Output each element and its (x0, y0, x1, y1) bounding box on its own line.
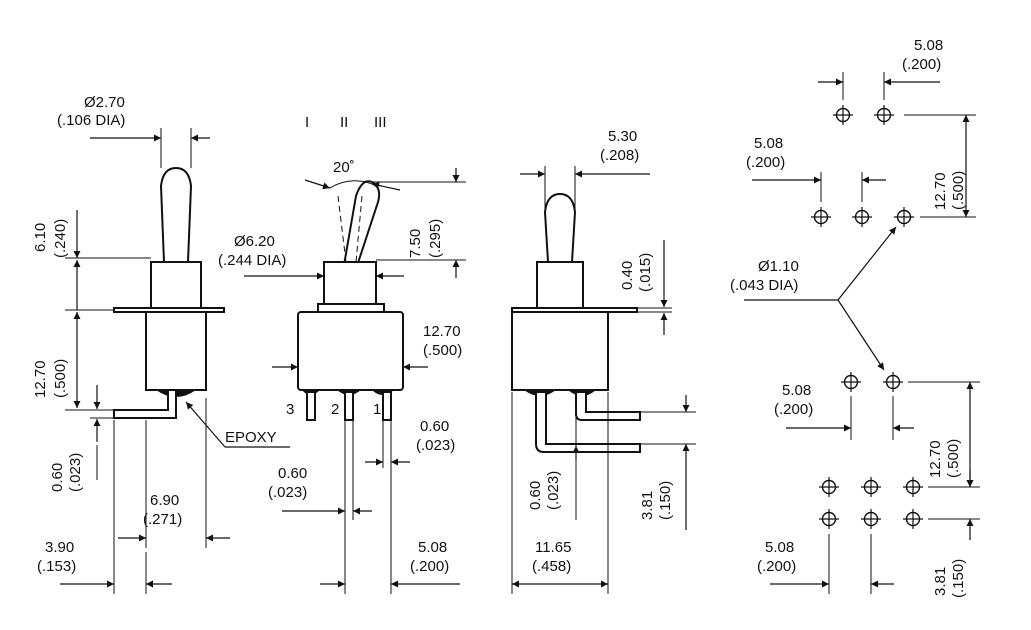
dim-front-lever-height-inch: (.295) (427, 219, 444, 258)
dim-pcb-row-spacing-bottom-inch: (.150) (950, 559, 967, 598)
dim-end-terminal-spacing-inch: (.150) (657, 481, 674, 520)
hole-icon (882, 371, 904, 393)
side-lever (159, 166, 193, 263)
dim-pcb-pitch-bottom-inch: (.200) (757, 558, 796, 575)
dim-end-lever-width-inch: (.208) (600, 147, 639, 164)
dim-front-case-width-inch: (.500) (423, 342, 462, 359)
dim-front-pin-pitch: 5.08 (418, 539, 447, 556)
front-lever (342, 180, 381, 268)
dim-front-pin-pitch-inch: (.200) (410, 558, 449, 575)
dim-end-terminal-thickness: 0.60 (527, 481, 544, 510)
hole-icon (810, 206, 832, 228)
hole-icon (860, 508, 882, 530)
pcb-hole-layouts: 5.08 (.200) 12.70 (.500) 5.08 (.200) Ø1.… (730, 37, 980, 598)
hole-icon (840, 371, 862, 393)
front-nut (317, 303, 385, 313)
dim-pcb-pitch-middle-inch: (.200) (746, 154, 785, 171)
hole-icon (851, 206, 873, 228)
hole-icon (873, 104, 895, 126)
dim-pcb-row-spacing-top-inch: (.500) (950, 171, 967, 210)
hole-icon (818, 508, 840, 530)
end-bushing (536, 261, 584, 309)
dim-side-diameter-lever: Ø2.70 (84, 94, 125, 111)
dim-side-case-height-inch: (.500) (52, 359, 69, 398)
dim-end-terminal-thickness-inch: (.023) (545, 471, 562, 510)
dim-front-pin-width-inch: (.023) (416, 437, 455, 454)
side-view: Ø2.70 (.106 DIA) 6.10 (.240) 12.70 (.500… (32, 94, 290, 594)
front-case (297, 311, 404, 391)
hole-icon (893, 206, 915, 228)
dim-end-terminal-spacing: 3.81 (639, 491, 656, 520)
position-label-3: III (374, 114, 387, 131)
dim-end-case-width-inch: (.458) (532, 558, 571, 575)
dim-side-case-height: 12.70 (32, 360, 49, 398)
dim-pcb-row-spacing-lower: 12.70 (927, 440, 944, 478)
dim-end-lever-width: 5.30 (608, 128, 637, 145)
dim-side-terminal-thickness-inch: (.023) (67, 453, 84, 492)
hole-icon (902, 508, 924, 530)
dim-pcb-pitch-top-inch: (.200) (902, 56, 941, 73)
dim-pcb-row-spacing-lower-inch: (.500) (945, 439, 962, 478)
dim-pcb-pitch-lower-inch: (.200) (774, 401, 813, 418)
end-terminal-lower (535, 391, 641, 453)
dim-front-bushing-diameter: Ø6.20 (234, 233, 275, 250)
position-label-2: II (340, 114, 348, 131)
dim-end-case-width: 11.65 (535, 539, 571, 556)
dim-front-center-pin-width: 0.60 (278, 465, 307, 482)
end-case (511, 311, 609, 391)
dim-pcb-row-spacing-bottom: 3.81 (932, 567, 949, 596)
dim-pcb-pitch-lower: 5.08 (782, 382, 811, 399)
dim-pcb-pitch-middle: 5.08 (754, 135, 783, 152)
front-bushing (323, 261, 377, 305)
dim-pcb-pitch-top: 5.08 (914, 37, 943, 54)
label-epoxy: EPOXY (225, 429, 277, 446)
end-lever (543, 192, 577, 263)
dim-front-bushing-diameter-inch: (.244 DIA) (218, 252, 286, 269)
front-terminal-3 (306, 391, 316, 421)
dim-end-plate-thickness: 0.40 (619, 261, 636, 290)
position-label-1: I (305, 114, 309, 131)
dim-end-plate-thickness-inch: (.015) (637, 253, 654, 292)
dim-side-case-depth-inch: (.271) (143, 511, 182, 528)
dim-side-terminal-offset: 3.90 (45, 539, 74, 556)
dim-pcb-row-spacing-top: 12.70 (932, 172, 949, 210)
dim-pcb-pitch-bottom: 5.08 (765, 539, 794, 556)
end-view: 5.30 (.208) 0.40 (.015) 0.60 (.023) 3.81… (511, 128, 696, 594)
front-terminal-1 (382, 391, 392, 421)
dim-pcb-hole-diameter: Ø1.10 (758, 258, 799, 275)
dim-side-lever-height: 6.10 (32, 223, 49, 252)
side-bushing (150, 261, 202, 309)
dim-side-lever-height-inch: (.240) (52, 219, 69, 258)
dim-front-lever-height: 7.50 (407, 229, 424, 258)
dim-front-pin-width: 0.60 (420, 418, 449, 435)
hole-icon (860, 476, 882, 498)
dim-front-lever-angle: 20˚ (333, 159, 355, 176)
pin-label-1: 1 (373, 401, 381, 418)
hole-icon (832, 104, 854, 126)
dim-side-case-depth: 6.90 (150, 492, 179, 509)
front-terminal-2 (344, 391, 354, 421)
pin-label-2: 2 (331, 401, 339, 418)
dim-side-terminal-thickness: 0.60 (49, 463, 66, 492)
hole-icon (818, 476, 840, 498)
side-case (145, 311, 207, 391)
pin-label-3: 3 (286, 401, 294, 418)
hole-icon (902, 476, 924, 498)
dim-front-center-pin-width-inch: (.023) (268, 484, 307, 501)
dim-pcb-hole-diameter-inch: (.043 DIA) (730, 277, 798, 294)
dim-side-terminal-offset-inch: (.153) (37, 558, 76, 575)
dim-side-diameter-lever-inch: (.106 DIA) (57, 112, 125, 129)
dim-front-case-width: 12.70 (423, 323, 461, 340)
front-view: I II III 3 2 1 20˚ 7.50 (.295) (218, 114, 466, 594)
